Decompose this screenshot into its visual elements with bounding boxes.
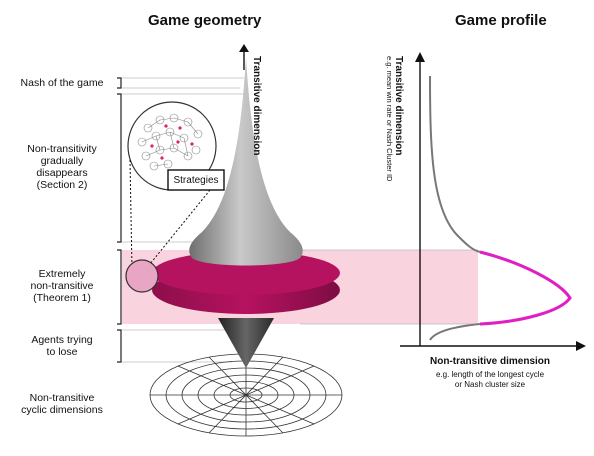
magnifier-circle xyxy=(125,259,159,293)
label-extremely: Extremely non-transitive (Theorem 1) xyxy=(8,268,116,304)
profile-curve-magenta xyxy=(479,250,572,326)
label-cyclic: Non-transitive cyclic dimensions xyxy=(8,392,116,416)
label-non-transitivity: Non-transitivity gradually disappears (S… xyxy=(8,143,116,191)
label-agents-line-2: to lose xyxy=(46,346,78,358)
profile-y-label: Transitive dimension xyxy=(393,56,404,156)
geometry-axis-label: Transitive dimension xyxy=(251,56,262,156)
label-cyclic-line-1: Non-transitive xyxy=(29,392,95,404)
title-game-profile: Game profile xyxy=(455,12,547,29)
profile-x-arrow xyxy=(576,341,586,351)
label-agents-line-1: Agents trying xyxy=(31,334,93,346)
grey-top xyxy=(189,58,303,266)
label-non-transitivity-line-3: disappears xyxy=(36,167,88,179)
profile-x-sub-1: e.g. length of the longest cycle xyxy=(435,370,545,379)
label-extremely-line-3: (Theorem 1) xyxy=(33,292,91,304)
profile-x-sub-2: or Nash cluster size xyxy=(454,380,526,389)
profile-x-label: Non-transitive dimension xyxy=(429,356,550,367)
title-game-geometry: Game geometry xyxy=(148,12,262,29)
label-non-transitivity-line-4: (Section 2) xyxy=(36,179,88,191)
label-cyclic-line-2: cyclic dimensions xyxy=(21,404,103,416)
label-non-transitivity-line-1: Non-transitivity xyxy=(27,143,97,155)
label-extremely-line-2: non-transitive xyxy=(30,280,94,292)
lower-cone xyxy=(218,318,274,368)
profile-curve-top xyxy=(429,75,481,253)
label-extremely-line-1: Extremely xyxy=(38,268,86,280)
geometry-axis-arrow xyxy=(239,44,249,52)
label-agents: Agents trying to lose xyxy=(8,334,116,358)
profile-y-sub: e.g. mean win rate or Nash Cluster ID xyxy=(385,56,394,182)
label-non-transitivity-line-2: gradually xyxy=(40,155,84,167)
strategies-label: Strategies xyxy=(173,175,219,186)
cyclic-disc xyxy=(149,353,343,437)
label-nash: Nash of the game xyxy=(20,77,104,89)
profile-y-arrow xyxy=(415,52,425,62)
profile-curve-bottom xyxy=(429,323,481,341)
left-brackets xyxy=(117,77,122,363)
magenta-disc-top xyxy=(152,251,340,295)
strategies-box xyxy=(167,169,225,191)
